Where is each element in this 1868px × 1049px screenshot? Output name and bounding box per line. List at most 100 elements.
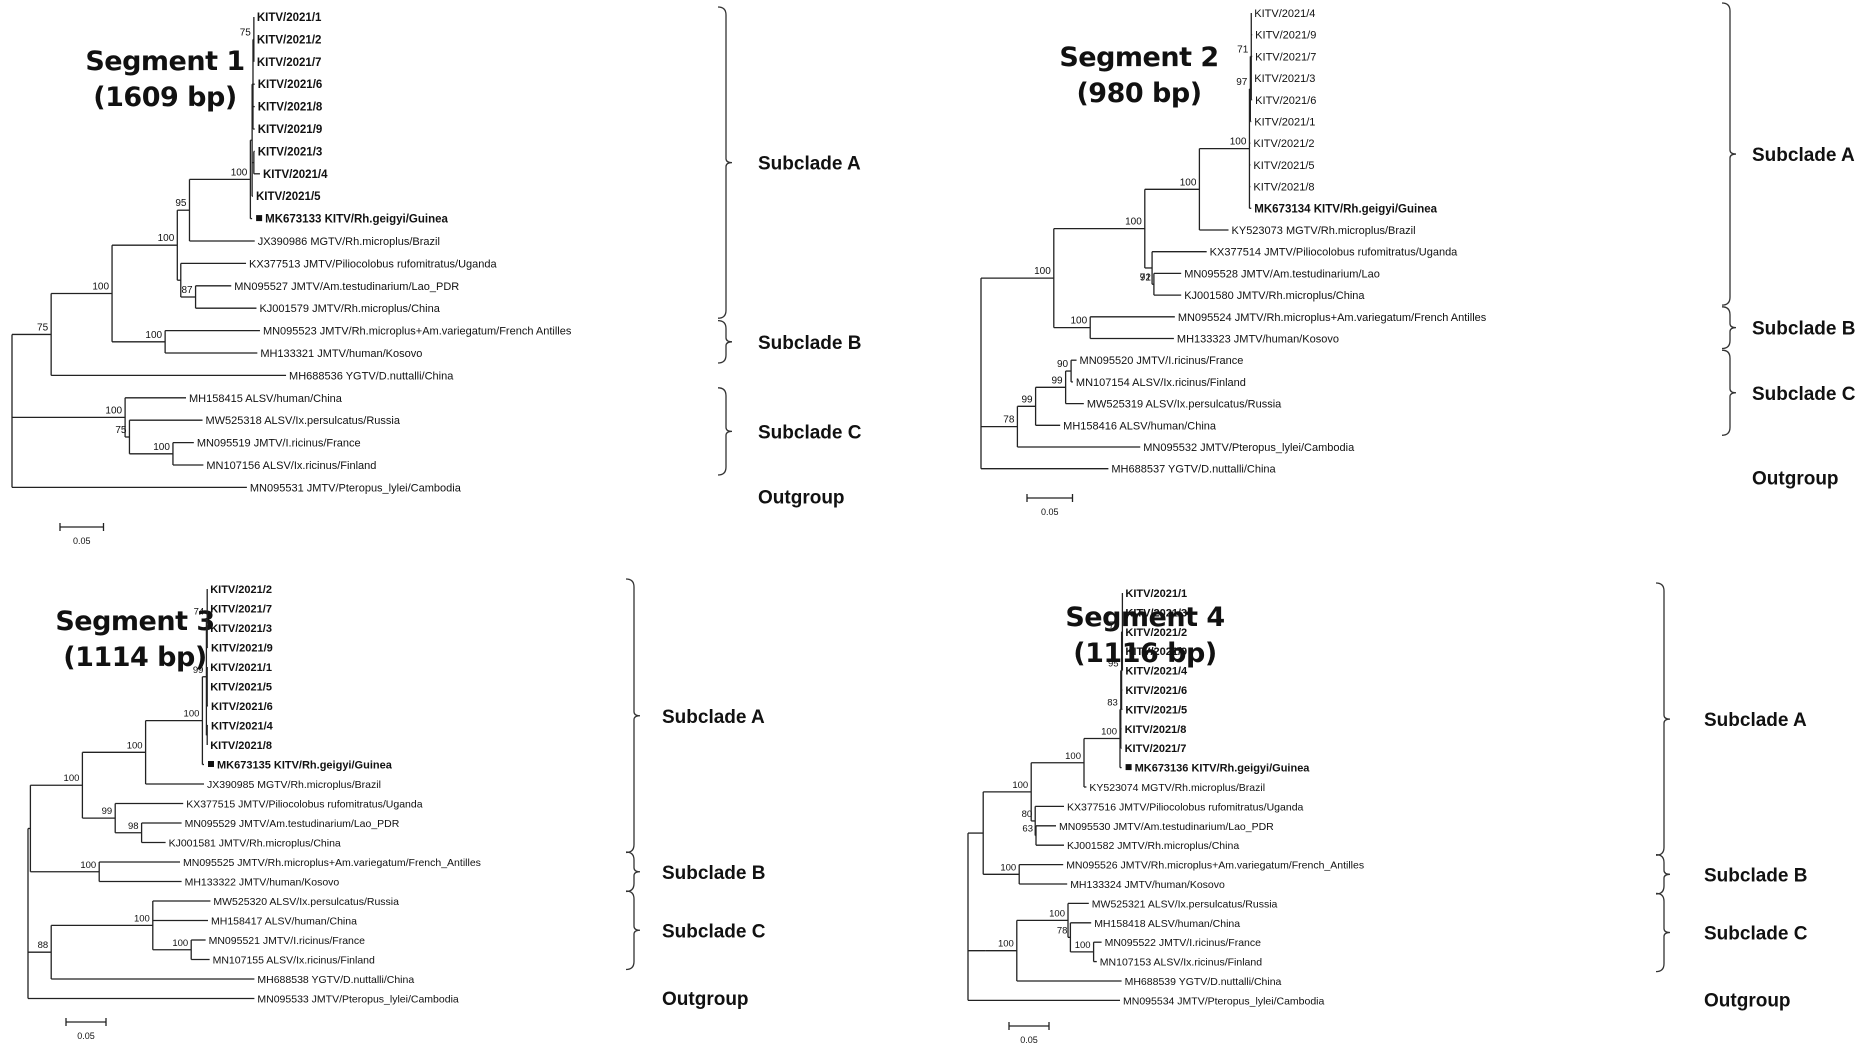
bootstrap-value: 75	[240, 27, 252, 38]
reference-strain-marker-icon	[1125, 764, 1132, 771]
bootstrap-value: 88	[38, 940, 49, 951]
taxon-label: MN095521 JMTV/I.ricinus/France	[209, 935, 366, 947]
segment-4-title-block: Segment 4 (1116 bp)	[1030, 600, 1260, 672]
bootstrap-value: 100	[158, 233, 175, 244]
taxon-label: MH688537 YGTV/D.nuttalli/China	[1111, 464, 1276, 476]
taxon-label: KITV/2021/4	[211, 721, 274, 733]
segment-title: Segment 2	[1059, 42, 1219, 73]
bootstrap-value: 100	[1034, 266, 1051, 277]
segment-2-title-block: Segment 2 (980 bp)	[1024, 40, 1254, 112]
segment-title: Segment 4	[1065, 602, 1225, 633]
taxon-label: KITV/2021/5	[210, 682, 272, 694]
clade-brace	[717, 387, 733, 476]
taxon-label: MH133323 JMTV/human/Kosovo	[1177, 334, 1339, 346]
taxon-label: KITV/2021/5	[256, 191, 321, 203]
taxon-label: KITV/2021/5	[1125, 704, 1187, 716]
clade-brace	[625, 578, 641, 854]
taxon-label: MN095519 JMTV/I.ricinus/France	[197, 438, 361, 450]
bootstrap-value: 99	[102, 806, 113, 817]
clade-label: Subclade B	[1704, 865, 1807, 886]
taxon-label: KITV/2021/8	[258, 102, 323, 114]
scale-bar-label: 0.05	[1041, 507, 1059, 517]
taxon-label: KJ001582 JMTV/Rh.microplus/China	[1067, 840, 1239, 852]
taxon-label: MW525319 ALSV/Ix.persulcatus/Russia	[1087, 399, 1282, 411]
bootstrap-value: 100	[1075, 940, 1091, 951]
taxon-label: KITV/2021/7	[210, 604, 272, 616]
taxon-label: MN095523 JMTV/Rh.microplus+Am.variegatum…	[263, 326, 572, 338]
taxon-label: KITV/2021/8	[1125, 724, 1187, 736]
clade-brace	[1655, 892, 1671, 973]
taxon-label: KY523074 MGTV/Rh.microplus/Brazil	[1089, 782, 1265, 794]
taxon-label: KITV/2021/9	[1125, 646, 1187, 658]
scale-bar-label: 0.05	[77, 1031, 95, 1041]
bootstrap-value: 100	[1071, 316, 1088, 327]
taxon-label: KITV/2021/9	[1255, 30, 1316, 42]
bootstrap-value: 95	[175, 198, 187, 209]
taxon-label: KITV/2021/1	[210, 662, 272, 674]
reference-strain-marker-icon	[256, 215, 263, 222]
clade-label: Outgroup	[758, 487, 845, 508]
taxon-label: MN095529 JMTV/Am.testudinarium/Lao_PDR	[185, 818, 400, 830]
taxon-label: MH158415 ALSV/human/China	[189, 393, 343, 405]
clade-brace	[1655, 582, 1671, 856]
scale-bar-label: 0.05	[73, 536, 91, 546]
bootstrap-value: 72	[1140, 272, 1152, 283]
taxon-label: JX390985 MGTV/Rh.microplus/Brazil	[207, 779, 381, 791]
taxon-label: MW525318 ALSV/Ix.persulcatus/Russia	[206, 415, 401, 427]
taxon-label: MN095533 JMTV/Pteropus_lylei/Cambodia	[257, 994, 459, 1006]
bootstrap-value: 100	[145, 330, 162, 341]
clade-brace	[717, 319, 733, 364]
taxon-label: KITV/2021/6	[211, 701, 273, 713]
taxon-label: MH158418 ALSV/human/China	[1094, 918, 1240, 930]
bootstrap-value: 83	[1107, 697, 1118, 708]
clade-label: Subclade B	[758, 333, 861, 354]
bootstrap-value: 100	[127, 740, 143, 751]
taxon-label: MN095528 JMTV/Am.testudinarium/Lao	[1184, 268, 1380, 280]
clade-label: Outgroup	[662, 989, 749, 1010]
bootstrap-value: 100	[105, 405, 122, 416]
bootstrap-value: 100	[1125, 217, 1142, 228]
taxon-label: KITV/2021/5	[1253, 160, 1314, 172]
taxon-label: KITV/2021/8	[1253, 182, 1314, 194]
clade-label: Subclade C	[1704, 924, 1808, 945]
bootstrap-value: 99	[1052, 375, 1064, 386]
segment-1-title-block: Segment 1 (1609 bp)	[50, 44, 280, 116]
bootstrap-value: 95	[1108, 659, 1119, 670]
segment-length: (1114 bp)	[63, 642, 207, 673]
taxon-label: KITV/2021/2	[1125, 627, 1187, 639]
bootstrap-value: 100	[134, 913, 150, 924]
clade-brace	[625, 890, 641, 971]
taxon-label: MH688538 YGTV/D.nuttalli/China	[257, 974, 414, 986]
bootstrap-value: 75	[37, 322, 49, 333]
taxon-label: KJ001580 JMTV/Rh.microplus/China	[1184, 290, 1365, 302]
taxon-label: KITV/2021/9	[258, 124, 323, 136]
bootstrap-value: 97	[1236, 77, 1248, 88]
taxon-label: KITV/2021/3	[210, 623, 272, 635]
clade-brace	[625, 851, 641, 893]
clade-label: Outgroup	[1704, 991, 1791, 1012]
taxon-label: KITV/2021/4	[1254, 8, 1315, 20]
bootstrap-value: 100	[1101, 727, 1117, 738]
segment-length: (1116 bp)	[1073, 638, 1217, 669]
phylogenetic-tree-segment-3: 1001001009974KITV/2021/2KITV/2021/7KITV/…	[27, 578, 766, 1041]
taxon-label: KITV/2021/1	[257, 12, 322, 24]
taxon-label: KITV/2021/1	[1254, 117, 1315, 129]
taxon-label: KJ001579 JMTV/Rh.microplus/China	[259, 303, 440, 315]
bootstrap-value: 100	[998, 939, 1014, 950]
bootstrap-value: 74	[194, 606, 205, 617]
taxon-label: KITV/2021/6	[1125, 685, 1187, 697]
clade-label: Subclade A	[1704, 710, 1807, 731]
bootstrap-value: 100	[172, 938, 188, 949]
clade-label: Subclade A	[1752, 145, 1855, 166]
taxon-label: MK673135 KITV/Rh.geigyi/Guinea	[217, 760, 393, 772]
taxon-label: MH158417 ALSV/human/China	[211, 916, 357, 928]
taxon-label: MK673136 KITV/Rh.geigyi/Guinea	[1135, 763, 1311, 775]
bootstrap-value: 100	[92, 282, 109, 293]
taxon-label: MN095525 JMTV/Rh.microplus+Am.variegatum…	[183, 857, 481, 869]
taxon-label: MH133324 JMTV/human/Kosovo	[1070, 879, 1225, 891]
clade-brace	[1721, 349, 1737, 436]
bootstrap-value: 90	[1057, 359, 1069, 370]
bootstrap-value: 63	[1022, 824, 1033, 835]
